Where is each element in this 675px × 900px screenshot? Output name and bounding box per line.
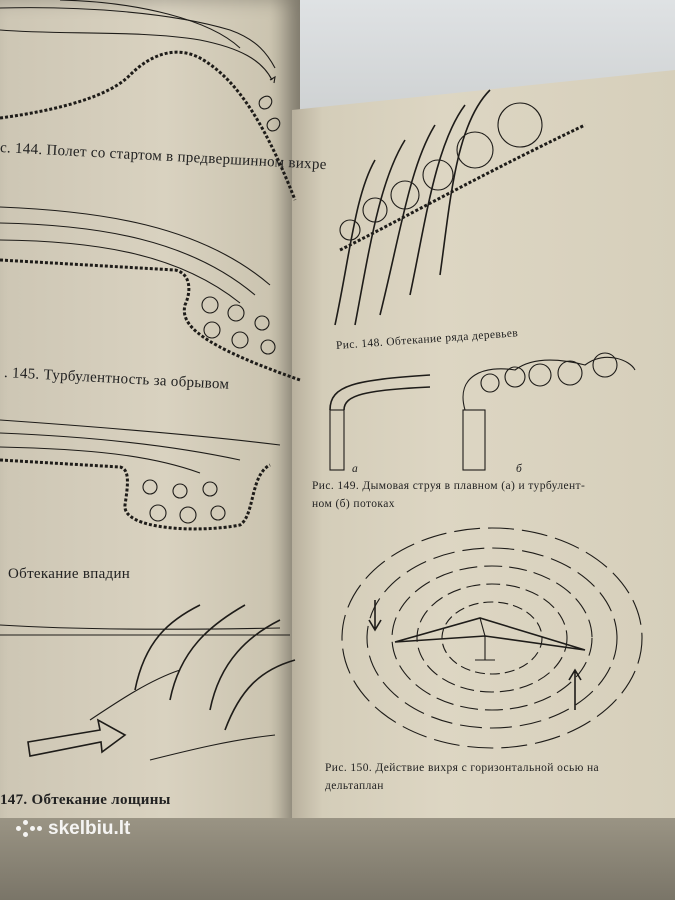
caption-fig-147: 147. Обтекание лощины bbox=[0, 792, 171, 808]
caption-fig-149-line-1: Рис. 149. Дымовая струя в плавном (а) и … bbox=[312, 480, 586, 492]
watermark-logo-icon bbox=[16, 818, 42, 840]
figure-150-vortex-hang-glider bbox=[341, 527, 643, 749]
figure-144-hill-flow bbox=[0, 0, 297, 201]
figure-146-depression-flow bbox=[0, 419, 281, 531]
label-fig-149-b: б bbox=[516, 463, 523, 475]
caption-fig-146: Обтекание впадин bbox=[8, 566, 131, 582]
right-page bbox=[292, 70, 675, 900]
label-fig-149-a: а bbox=[352, 463, 359, 475]
caption-fig-150-line-1: Рис. 150. Действие вихря с горизонтально… bbox=[325, 762, 600, 774]
caption-fig-150-line-2: дельтаплан bbox=[325, 780, 384, 792]
table-surface bbox=[0, 818, 675, 900]
caption-fig-149-line-2: ном (б) потоках bbox=[312, 498, 395, 510]
figure-145-cliff-turbulence bbox=[0, 206, 301, 382]
site-watermark: skelbiu.lt bbox=[16, 818, 130, 840]
figure-149-smoke-jets bbox=[329, 352, 636, 471]
figure-147-ravine-flow bbox=[0, 604, 296, 761]
left-page bbox=[0, 0, 300, 900]
figure-148-trees-flow bbox=[334, 89, 586, 326]
watermark-text: skelbiu.lt bbox=[48, 818, 131, 839]
